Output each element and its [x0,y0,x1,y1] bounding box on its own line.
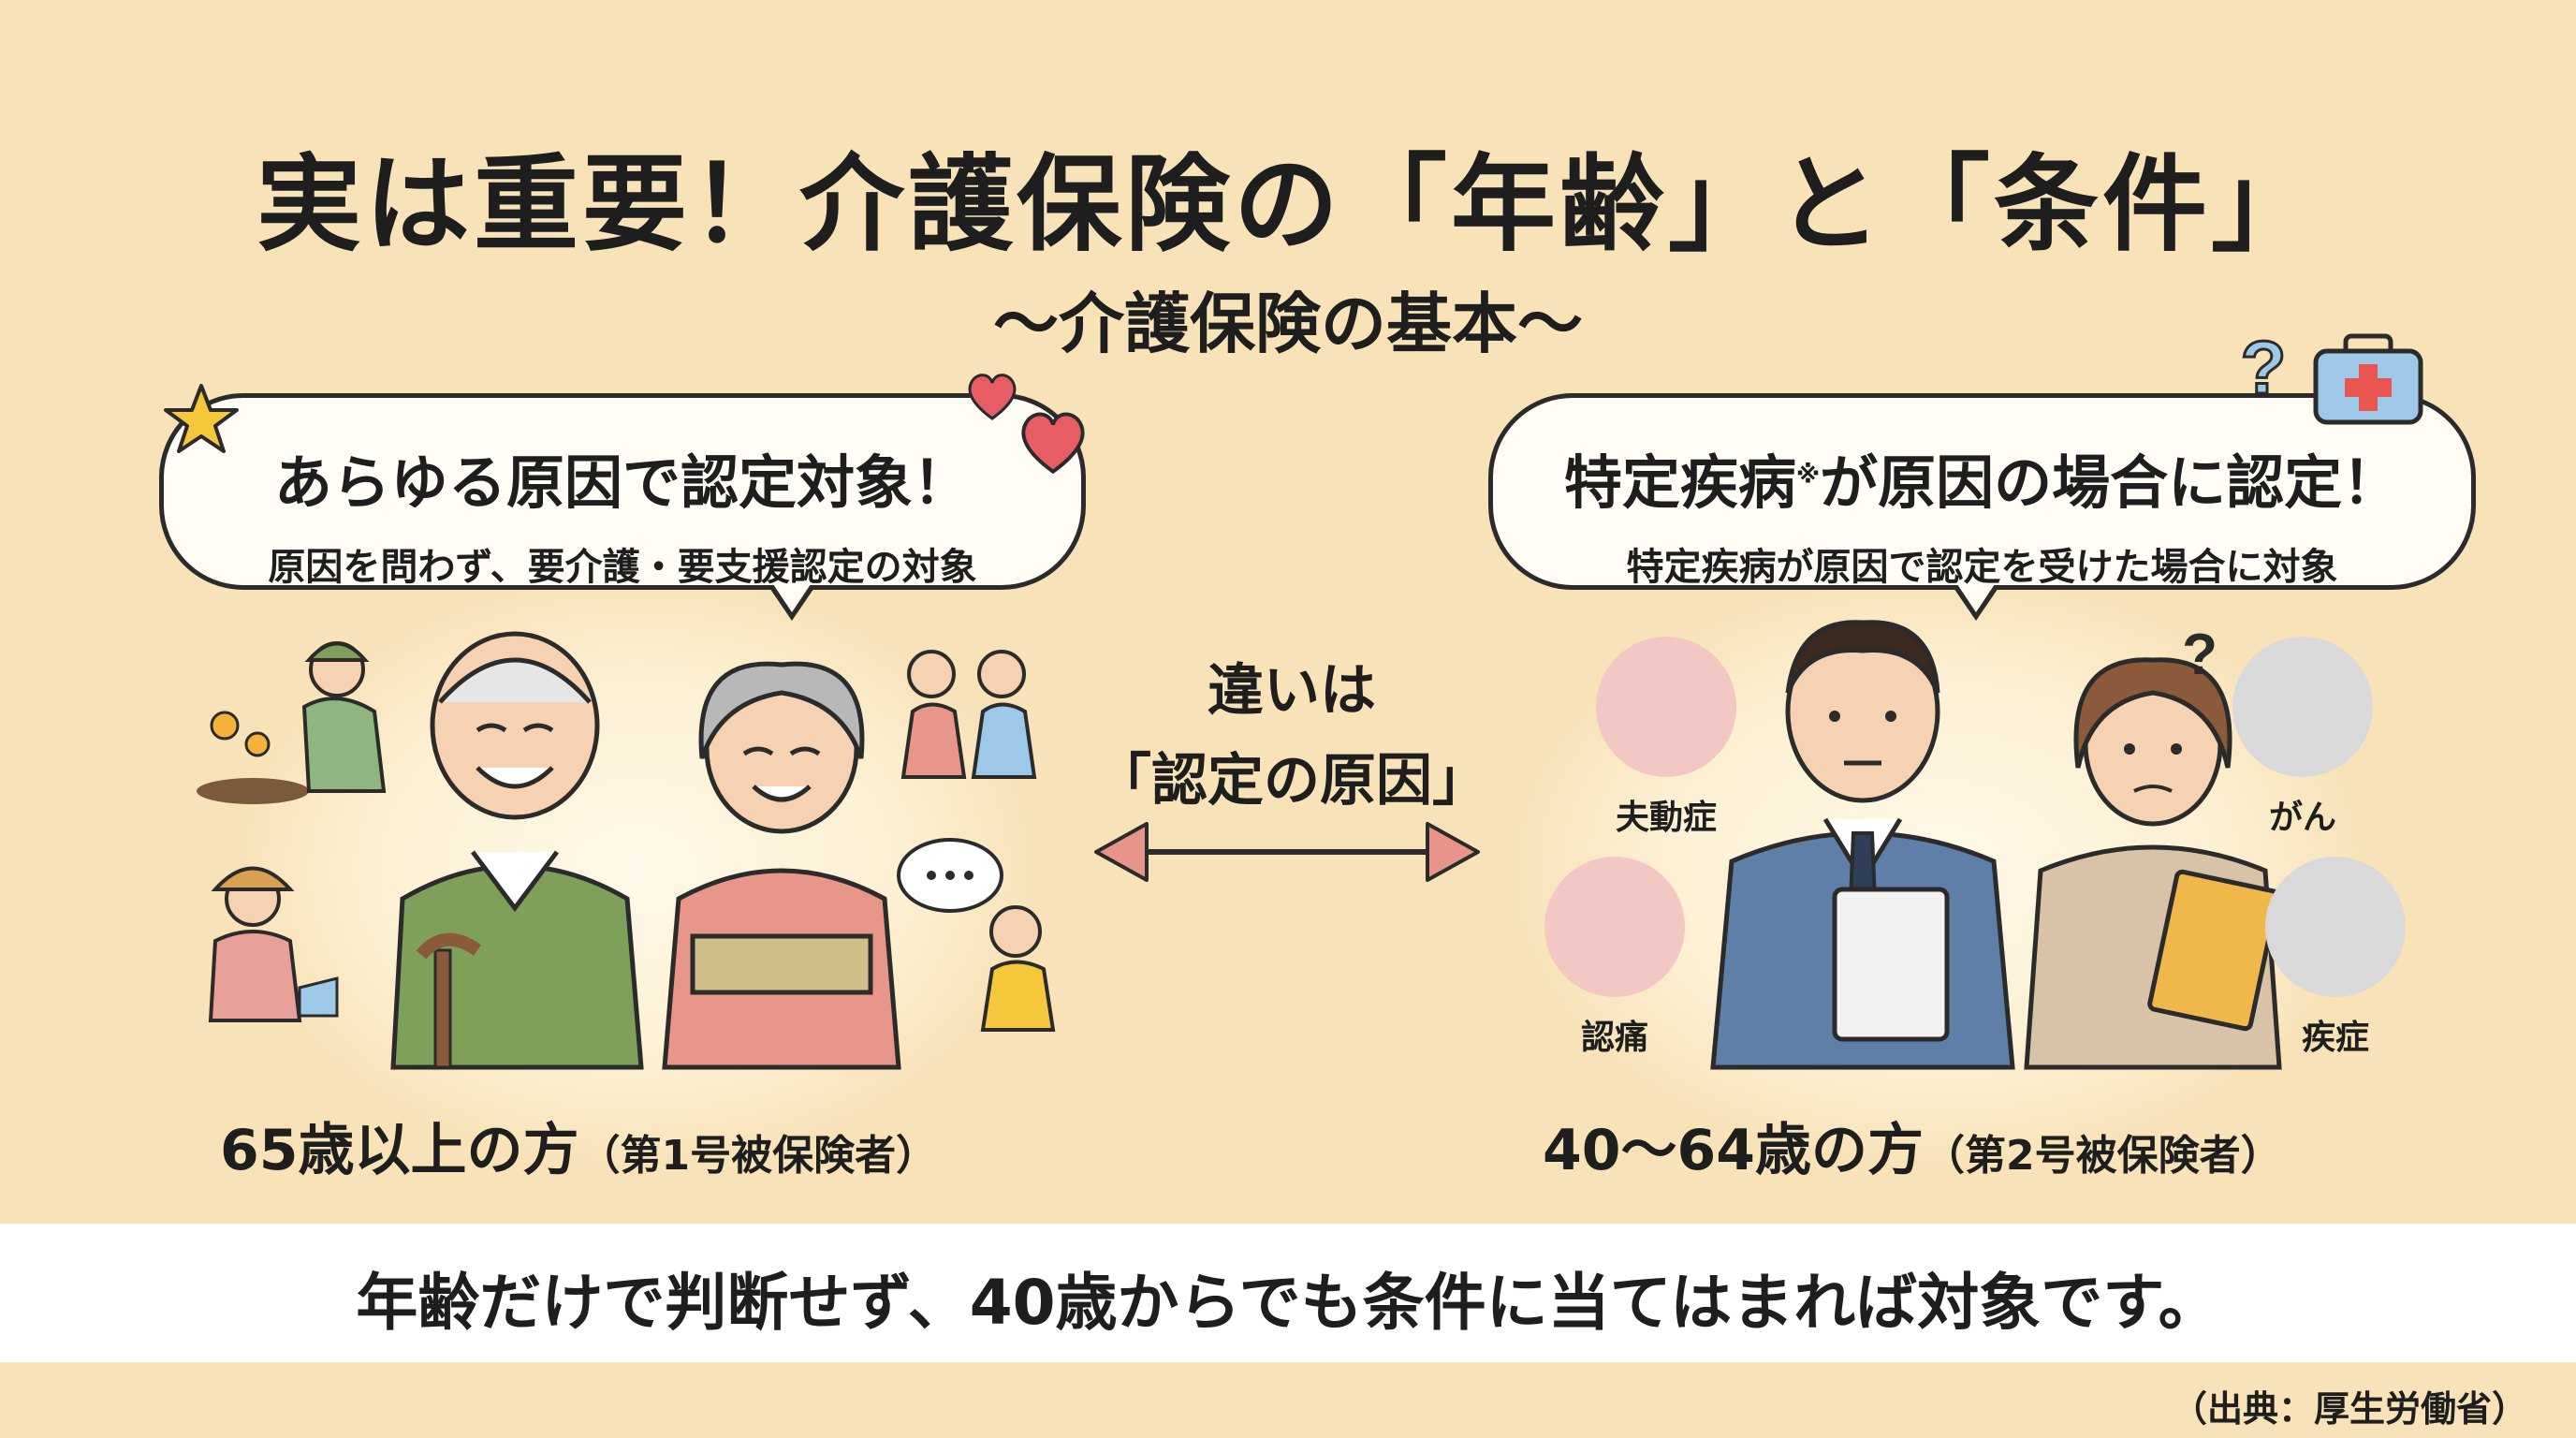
source-credit: （出典：厚生労働省） [2171,1388,2527,1430]
question-mark-icon: ? [2182,623,2217,687]
footer-band [0,1224,2576,1362]
left-bubble-main: あらゆる原因で認定対象！ [273,448,971,517]
left-age-note: （第1号被保険者） [578,1132,938,1180]
businessman-illustration [1710,620,2015,1070]
heart-icon [1021,412,1085,475]
right-bubble-sub: 特定疾病が原因で認定を受けた場合に対象 [1626,546,2338,589]
page-title: 実は重要！介護保険の「年齢」と「条件」 [256,144,2320,266]
disease-label: 夫動症 [1615,799,1717,837]
medical-document-icon [1544,857,1685,997]
virus-icon [2265,857,2406,997]
cancer-ribbon-icon [2232,637,2373,777]
difference-line-1: 違いは [1208,658,1376,724]
left-age-main: 65歳以上の方 [220,1118,579,1183]
disease-label: 疾症 [2301,1019,2369,1057]
disease-badge: 認痛 [1521,857,1708,1059]
star-icon [164,384,239,453]
right-bubble-main: 特定疾病※が原因の場合に認定！ [1563,448,2401,517]
right-age-main: 40〜64歳の方 [1543,1118,1924,1183]
medical-kit-icon [2313,333,2423,425]
disease-badge: 疾症 [2242,857,2429,1059]
left-bubble-sub: 原因を問わず、要介護・要支援認定の対象 [268,546,977,589]
double-arrow-icon [1094,822,1480,882]
footer-message: 年齢だけで判断せず、40歳からでも条件に当てはまれば対象です。 [356,1267,2220,1339]
heart-icon [968,374,1017,420]
right-speech-bubble: 特定疾病※が原因の場合に認定！ 特定疾病が原因で認定を受けた場合に対象 [1488,393,2476,621]
svg-text:?: ? [2182,623,2217,687]
disease-label: 認痛 [1580,1019,1648,1057]
difference-label: 違いは 「認定の原因」 [1086,646,1498,826]
gardening-woman-illustration [208,866,339,1022]
page-subtitle: 〜介護保険の基本〜 [993,286,1583,362]
right-age-note: （第2号被保険者） [1924,1132,2282,1180]
disease-badge: がん [2209,637,2396,839]
couple-sitting-illustration [900,650,1037,779]
elderly-man-illustration [390,631,644,1070]
chatting-woman-illustration [897,838,1056,1032]
brain-icon [1596,637,1736,777]
left-speech-bubble: あらゆる原因で認定対象！ 原因を問わず、要介護・要支援認定の対象 [159,393,1086,621]
disease-badge: 夫動症 [1573,637,1760,839]
svg-text:?: ? [2241,326,2287,409]
gardening-man-illustration [197,641,387,804]
businesswoman-illustration [2024,657,2282,1070]
difference-line-2: 「認定の原因」 [1095,748,1488,814]
question-mark-icon: ? [2239,325,2288,411]
left-age-label: 65歳以上の方（第1号被保険者） [220,1105,937,1186]
disease-label: がん [2268,799,2336,837]
right-age-label: 40〜64歳の方（第2号被保険者） [1543,1105,2282,1186]
note-mark: ※ [1795,461,1821,490]
elderly-woman-illustration [662,661,901,1070]
